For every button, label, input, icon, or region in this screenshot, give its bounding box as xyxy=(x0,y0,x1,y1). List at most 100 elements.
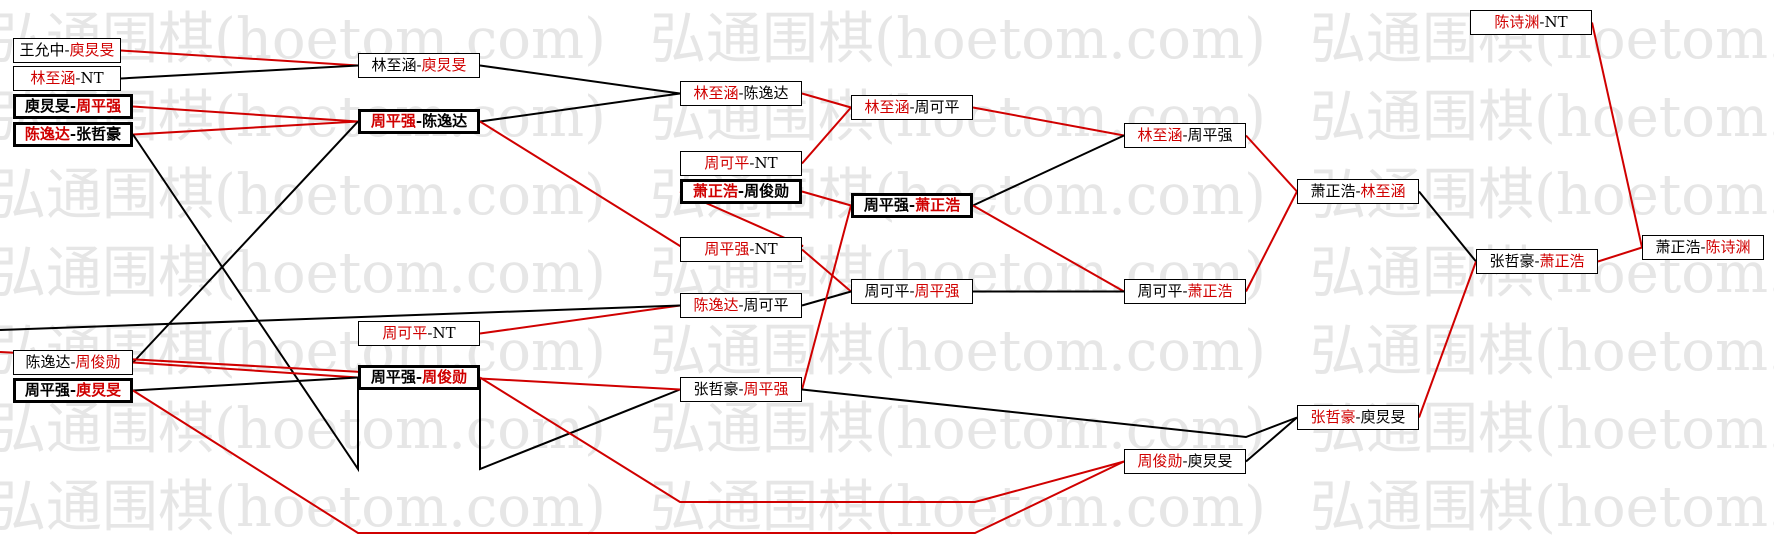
player-name: 林至涵 xyxy=(864,98,910,116)
match-m16: 张哲豪-周平强 xyxy=(680,377,802,402)
match-m02: 林至涵-NT xyxy=(13,66,121,91)
separator: - xyxy=(738,296,744,314)
player-name: 周平强 xyxy=(370,368,416,386)
player-name: 周可平 xyxy=(704,154,750,172)
player-name: 周平强 xyxy=(24,381,70,399)
separator: - xyxy=(1534,252,1540,270)
player-name: 萧正浩 xyxy=(1310,182,1356,200)
player-name: 周俊勋 xyxy=(75,353,121,371)
player-name: 林至涵 xyxy=(30,69,76,87)
player-name: 萧正浩 xyxy=(915,196,961,214)
separator: - xyxy=(70,353,76,371)
player-name: 林至涵 xyxy=(1137,126,1183,144)
match-m21: 周可平-萧正浩 xyxy=(1124,279,1246,304)
connector-line xyxy=(1591,22,1643,248)
player-name: 陈诗渊 xyxy=(1494,13,1540,31)
match-m10: 周平强-周俊勋 xyxy=(358,365,480,390)
match-m06: 周平强-庾炅旻 xyxy=(13,378,133,403)
player-name: 陈逸达 xyxy=(422,112,468,130)
player-name: 周俊勋 xyxy=(744,182,790,200)
connector-line xyxy=(1245,191,1298,292)
player-name: 庾炅旻 xyxy=(76,381,122,399)
connector-line xyxy=(132,105,359,123)
separator: - xyxy=(737,182,745,200)
player-name: 张哲豪 xyxy=(693,380,739,398)
connector-line xyxy=(972,134,1125,207)
player-name: 周可平 xyxy=(1137,282,1183,300)
connector-line xyxy=(1597,246,1643,263)
player-name: 周平强 xyxy=(370,112,416,130)
player-name: NT xyxy=(1544,13,1568,31)
separator: - xyxy=(1355,408,1361,426)
player-name: 庾炅旻 xyxy=(24,97,70,115)
player-name: 周平强 xyxy=(863,196,909,214)
player-name: 周平强 xyxy=(914,282,960,300)
connector-line xyxy=(972,204,1125,293)
connector-line xyxy=(479,377,681,471)
connector-line xyxy=(132,361,359,379)
connector-line xyxy=(1418,261,1477,418)
player-name: 周可平 xyxy=(743,296,789,314)
player-name: 周俊勋 xyxy=(1137,452,1183,470)
player-name: 陈逸达 xyxy=(693,296,739,314)
player-name: 林至涵 xyxy=(1360,182,1406,200)
connector-line xyxy=(479,92,681,123)
player-name: NT xyxy=(754,154,778,172)
separator: - xyxy=(69,125,77,143)
match-m18: 周平强-萧正浩 xyxy=(851,193,973,218)
player-name: 张哲豪 xyxy=(1489,252,1535,270)
connector-line xyxy=(132,120,359,136)
separator: - xyxy=(415,368,423,386)
player-name: 周可平 xyxy=(864,282,910,300)
connector-line xyxy=(801,248,852,293)
player-name: 陈诗渊 xyxy=(1705,238,1751,256)
connector-line xyxy=(479,376,1125,503)
separator: - xyxy=(416,56,422,74)
match-m14: 周平强-NT xyxy=(680,237,802,262)
connector-line xyxy=(1245,134,1298,193)
connector-line xyxy=(1418,190,1477,263)
player-name: 庾炅旻 xyxy=(1360,408,1406,426)
player-name: NT xyxy=(432,324,456,342)
player-name: 王允中 xyxy=(19,41,65,59)
match-m03: 庾炅旻-周平强 xyxy=(13,94,133,119)
player-name: 萧正浩 xyxy=(692,182,738,200)
match-m01: 王允中-庾炅旻 xyxy=(13,38,121,63)
player-name: 周俊勋 xyxy=(422,368,468,386)
separator: - xyxy=(909,282,915,300)
match-m25: 张哲豪-萧正浩 xyxy=(1476,249,1598,274)
separator: - xyxy=(64,41,70,59)
connector-line xyxy=(801,190,852,207)
separator: - xyxy=(908,196,916,214)
connector-line xyxy=(0,304,681,331)
separator: - xyxy=(738,84,744,102)
connector-line xyxy=(132,376,359,392)
match-m09: 周可平-NT xyxy=(358,321,480,346)
separator: - xyxy=(1539,13,1545,31)
player-name: 周可平 xyxy=(382,324,428,342)
match-m27: 萧正浩-陈诗渊 xyxy=(1642,235,1764,260)
separator: - xyxy=(415,112,423,130)
match-m13: 萧正浩-周俊勋 xyxy=(680,179,802,204)
separator: - xyxy=(1182,126,1188,144)
connector-line xyxy=(801,92,852,109)
match-m07: 林至涵-庾炅旻 xyxy=(358,53,480,78)
separator: - xyxy=(1182,452,1188,470)
separator: - xyxy=(75,69,81,87)
player-name: 萧正浩 xyxy=(1539,252,1585,270)
connector-line xyxy=(132,133,359,473)
match-m11: 林至涵-陈逸达 xyxy=(680,81,802,106)
player-name: 萧正浩 xyxy=(1655,238,1701,256)
connector-line xyxy=(479,304,681,335)
connector-line xyxy=(801,106,852,165)
player-name: 周平强 xyxy=(1187,126,1233,144)
connector-line xyxy=(1245,416,1298,463)
match-m23: 萧正浩-林至涵 xyxy=(1297,179,1419,204)
match-m15: 陈逸达-周可平 xyxy=(680,293,802,318)
player-name: 庾炅旻 xyxy=(1187,452,1233,470)
match-m04: 陈逸达-张哲豪 xyxy=(13,122,133,147)
connector-line xyxy=(801,388,1298,439)
separator: - xyxy=(749,154,755,172)
player-name: 张哲豪 xyxy=(76,125,122,143)
separator: - xyxy=(1700,238,1706,256)
